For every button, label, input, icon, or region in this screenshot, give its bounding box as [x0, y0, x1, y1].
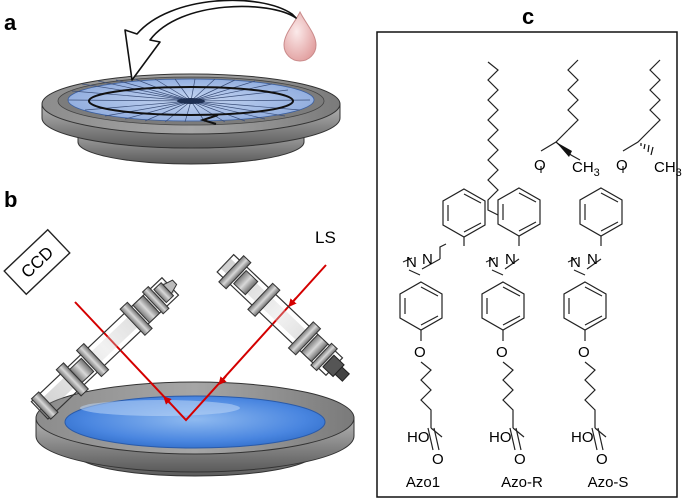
- svg-text:N: N: [505, 251, 516, 268]
- ls-label: LS: [315, 228, 336, 247]
- azo1-name: Azo1: [406, 474, 440, 491]
- panel-a-letter: a: [4, 10, 17, 35]
- droplet-icon: [283, 10, 317, 62]
- panel-c-letter: c: [522, 4, 534, 29]
- svg-text:N: N: [406, 254, 417, 271]
- water-surface: [64, 395, 326, 449]
- azo-s-ho: HO: [571, 429, 594, 446]
- svg-text:N: N: [587, 251, 598, 268]
- svg-text:O: O: [578, 344, 590, 361]
- svg-text:O: O: [534, 157, 546, 174]
- azo-s-name: Azo-S: [588, 474, 629, 491]
- azo-r-name: Azo-R: [501, 474, 543, 491]
- azo1-text: N N O O HO Azo1: [406, 251, 444, 491]
- azo-r-wedge: [556, 142, 572, 157]
- panel-b-letter: b: [4, 187, 17, 212]
- ccd-detector-arm: [30, 276, 180, 420]
- svg-text:O: O: [496, 344, 508, 361]
- svg-text:N: N: [422, 251, 433, 268]
- azo-r-ho: HO: [489, 429, 512, 446]
- svg-text:N: N: [488, 254, 499, 271]
- panel-a: a: [4, 0, 341, 165]
- panel-b: b: [3, 187, 355, 477]
- svg-text:O: O: [432, 451, 444, 468]
- azo-s-hash-bond: [640, 143, 654, 156]
- svg-text:N: N: [570, 254, 581, 271]
- svg-text:O: O: [414, 344, 426, 361]
- svg-text:O: O: [616, 157, 628, 174]
- curved-arrow-icon: [124, 0, 297, 81]
- svg-text:O: O: [514, 451, 526, 468]
- azo-r-text: O CH3 N N O O HO Azo-R: [488, 157, 600, 491]
- panel-c-frame: [376, 31, 678, 498]
- molecule-azo1: [399, 61, 499, 451]
- ccd-box: CCD: [3, 228, 71, 296]
- azo-s-ch3: CH3: [654, 159, 682, 179]
- monolayer-film: [67, 78, 315, 125]
- azo1-ho: HO: [407, 429, 430, 446]
- azo-r-ch3: CH3: [572, 159, 600, 179]
- azo-s-text: O CH3 N N O O HO Azo-S: [570, 157, 682, 491]
- laser-source-arm: [216, 253, 350, 382]
- panel-c: c N N O O HO Azo1: [376, 4, 682, 498]
- svg-text:O: O: [596, 451, 608, 468]
- molecule-azo-s: [563, 59, 661, 451]
